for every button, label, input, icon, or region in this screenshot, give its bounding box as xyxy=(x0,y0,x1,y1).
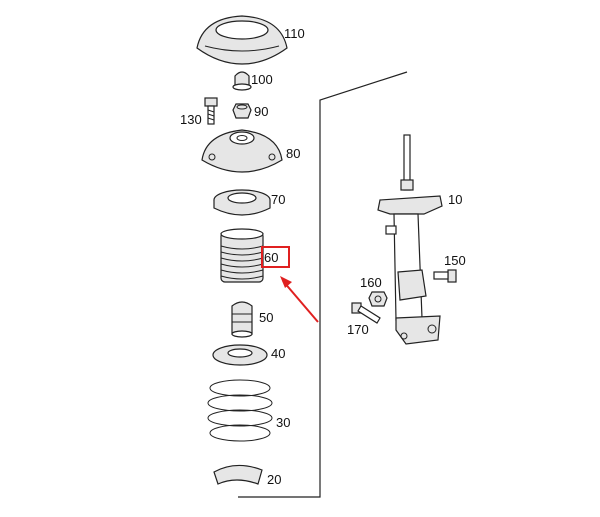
label-150: 150 xyxy=(444,253,466,268)
spring-seat-icon[interactable] xyxy=(212,344,268,366)
assembly-frame xyxy=(238,71,408,498)
label-60: 60 xyxy=(264,250,278,265)
label-80: 80 xyxy=(286,146,300,161)
bearing-icon[interactable] xyxy=(213,189,271,216)
bolt-icon[interactable] xyxy=(351,302,381,324)
label-100: 100 xyxy=(251,72,273,87)
coil-spring-icon[interactable] xyxy=(207,379,273,442)
lower-seat-icon[interactable] xyxy=(213,464,263,485)
label-160: 160 xyxy=(360,275,382,290)
label-110: 110 xyxy=(284,26,305,41)
nut-icon[interactable] xyxy=(232,103,252,119)
label-50: 50 xyxy=(259,310,273,325)
screw-icon[interactable] xyxy=(433,269,457,283)
nut-icon[interactable] xyxy=(368,291,388,307)
strut-mount-icon[interactable] xyxy=(201,129,283,173)
top-mount-cover-icon[interactable] xyxy=(196,15,288,65)
label-130: 130 xyxy=(180,112,202,127)
label-170: 170 xyxy=(347,322,369,337)
label-70: 70 xyxy=(271,192,285,207)
dust-boot-icon[interactable] xyxy=(220,228,264,283)
highlight-arrow xyxy=(280,276,319,323)
shock-absorber-icon[interactable] xyxy=(377,134,443,345)
label-20: 20 xyxy=(267,472,281,487)
label-30: 30 xyxy=(276,415,290,430)
label-90: 90 xyxy=(254,104,268,119)
highlight-box xyxy=(261,246,290,268)
label-40: 40 xyxy=(271,346,285,361)
label-10: 10 xyxy=(448,192,462,207)
bump-cap-icon[interactable] xyxy=(232,71,252,91)
bump-stop-icon[interactable] xyxy=(231,301,253,338)
bolt-icon[interactable] xyxy=(204,97,218,125)
